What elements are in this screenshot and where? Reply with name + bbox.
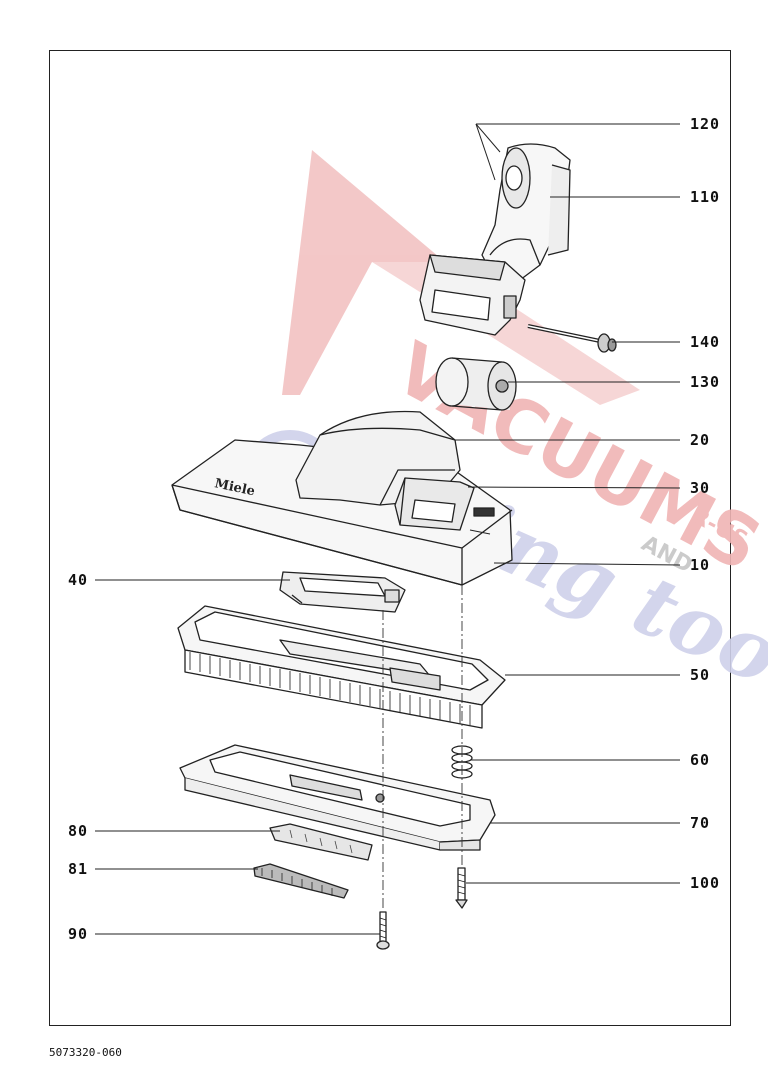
callout-110: 110	[690, 188, 721, 206]
callout-90: 90	[68, 925, 89, 943]
part-40-bracket	[279, 571, 406, 613]
drawing-frame	[49, 50, 731, 1026]
callout-120: 120	[690, 115, 721, 133]
part-110-swivel-neck	[481, 143, 571, 281]
callout-70: 70	[690, 814, 711, 832]
assembly-axis-lines	[382, 585, 463, 910]
watermark-v-shape	[282, 150, 445, 395]
callout-30: 30	[690, 479, 711, 497]
callout-140: 140	[690, 333, 721, 351]
part-80-strip	[269, 823, 373, 861]
document-number: 5073320-060	[49, 1046, 122, 1059]
callout-100: 100	[690, 874, 721, 892]
part-70-base-sole	[179, 744, 496, 851]
brush-bristles	[189, 652, 471, 726]
callout-20: 20	[690, 431, 711, 449]
part-90-screw	[376, 911, 390, 950]
part-100-screw	[455, 867, 468, 909]
part-130-roller	[435, 357, 517, 411]
callout-40: 40	[68, 571, 89, 589]
callout-50: 50	[690, 666, 711, 684]
callout-10: 10	[690, 556, 711, 574]
part-50-brush-plate	[177, 605, 506, 729]
part-30-pedal	[394, 477, 475, 531]
callout-60: 60	[690, 751, 711, 769]
callout-130: 130	[690, 373, 721, 391]
part-110-yoke	[419, 254, 526, 336]
callout-80: 80	[68, 822, 89, 840]
leader-lines	[95, 123, 681, 935]
part-140-axle-pin	[527, 324, 617, 353]
callout-81: 81	[68, 860, 89, 878]
part-81-strip	[253, 863, 349, 899]
